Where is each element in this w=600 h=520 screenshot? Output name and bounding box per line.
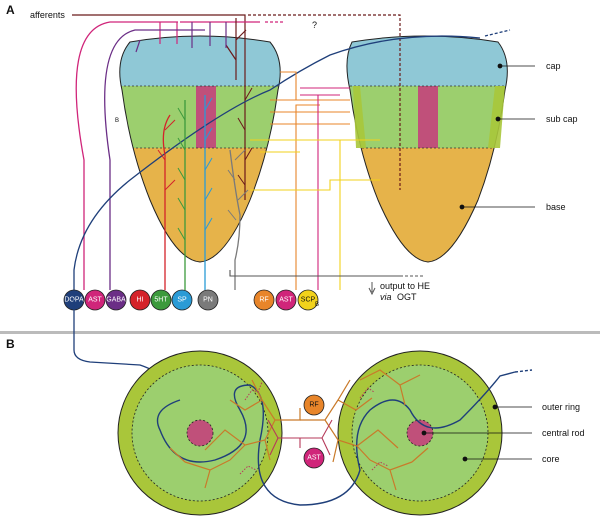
output-ogt: OGT: [397, 292, 417, 302]
bilateral-connections: [229, 71, 400, 290]
panel-b-label: B: [6, 337, 15, 351]
node-5ht-label: 5HT: [154, 297, 168, 304]
node-gaba-circle: [105, 289, 127, 311]
panel-a-label: A: [6, 3, 15, 17]
node-gaba-label: GABA: [106, 297, 126, 304]
right-neuropil: [346, 35, 508, 263]
bottom-ast-node: AST: [303, 447, 325, 469]
node-rf: RF: [253, 289, 275, 311]
rf-arborization: [169, 369, 429, 491]
ast-arborization: [267, 419, 333, 456]
node-pn: PN: [197, 289, 219, 311]
core-label: core: [542, 454, 560, 464]
node-sp-circle: [171, 289, 193, 311]
fiber-segments: [239, 381, 389, 475]
node-sp: SP: [171, 289, 193, 311]
output-line2: via OGT: [380, 292, 417, 302]
node-sp-label: SP: [177, 297, 187, 304]
node-hi-circle: [129, 289, 151, 311]
afferents-label: afferents: [30, 10, 65, 20]
node-rf-circle: [253, 289, 275, 311]
node-scp-subscript: B: [315, 302, 319, 308]
subcap-label: sub cap: [546, 114, 578, 124]
top-right-labels: [459, 63, 535, 210]
node-pn-label: PN: [203, 297, 213, 304]
node-ast: AST: [84, 289, 106, 311]
question-mark: ?: [312, 20, 317, 30]
bottom-right-labels: [421, 404, 532, 462]
central-rod: [196, 86, 216, 148]
left-neuropil: [119, 35, 281, 263]
node-ast2: AST: [275, 289, 297, 311]
panel-divider: [0, 331, 600, 334]
node-ast2-label: AST: [279, 297, 293, 304]
neuron-projections: [73, 21, 511, 290]
node-ast2-circle: [275, 289, 297, 311]
dopa-fiber: [156, 371, 516, 506]
node-rf-label: RF: [259, 297, 268, 304]
node-scp-circle: [297, 289, 319, 311]
node-hi-label: HI: [137, 297, 144, 304]
node-ast-label: AST: [88, 297, 102, 304]
base-label: base: [546, 202, 566, 212]
outer-ring-label: outer ring: [542, 402, 580, 412]
node-5ht: 5HT: [150, 289, 172, 311]
right-cross-section: [337, 350, 503, 516]
node-ast-circle: [84, 289, 106, 311]
afferent-tracts: [72, 14, 401, 200]
neurites: [157, 87, 253, 241]
node-hi: HI: [129, 289, 151, 311]
left-cross-section: [117, 350, 283, 516]
cap-layer: [119, 36, 281, 86]
b-mark: B: [115, 118, 119, 124]
output-line1: output to HE: [380, 281, 430, 291]
bottom-rf-node: RF: [303, 394, 325, 416]
base-layer: [119, 148, 281, 262]
output-via: via: [380, 292, 392, 302]
node-pn-circle: [197, 289, 219, 311]
node-gaba: GABA: [105, 289, 127, 311]
central-rod-label: central rod: [542, 428, 585, 438]
output-arrow: [368, 275, 425, 296]
node-5ht-circle: [150, 289, 172, 311]
cap-label: cap: [546, 61, 561, 71]
bottom-ast-label: AST: [307, 455, 321, 462]
bottom-rf-label: RF: [309, 402, 318, 409]
node-scp-label: SCP: [301, 297, 316, 304]
